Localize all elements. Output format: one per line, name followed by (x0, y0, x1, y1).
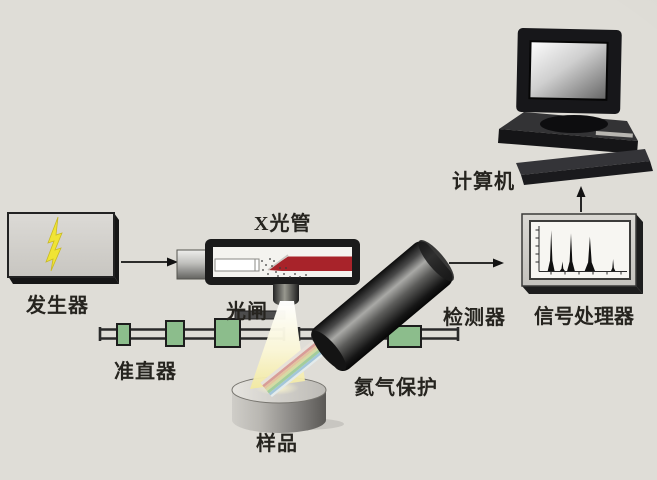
collimator-block (165, 320, 185, 347)
monitor-screen (528, 40, 609, 101)
sample-disc (231, 376, 344, 433)
tube-anode (268, 256, 352, 271)
xray-tube (176, 239, 360, 306)
keyboard-top (516, 149, 650, 175)
collimator-label: 准直器 (114, 361, 177, 383)
spectrum-axes (535, 226, 627, 275)
tube-filament (214, 258, 260, 272)
arrow-generator-to-tube-icon (121, 257, 178, 267)
arrow-processor-to-computer-icon (576, 186, 586, 212)
keyboard-front (521, 161, 653, 185)
helium-label: 氦气保护 (354, 377, 438, 399)
disk-slot (595, 131, 633, 138)
signal-processor-label: 信号处理器 (534, 306, 634, 328)
xray-tube-label: X光管 (254, 213, 312, 235)
spectrum-screen (529, 220, 631, 280)
collimator-block (214, 318, 241, 348)
electron-dots (261, 258, 307, 278)
computer (498, 28, 653, 185)
arrow-detector-to-processor-icon (449, 258, 504, 268)
collimator-rail (98, 318, 460, 348)
sample-label: 样品 (256, 433, 298, 455)
shutter-label: 光闸 (226, 301, 268, 323)
lightning-bolt-icon (45, 216, 63, 272)
helium-path-block (387, 325, 422, 348)
computer-label: 计算机 (452, 171, 515, 193)
collimator-block (116, 323, 131, 346)
detector-label: 检测器 (443, 307, 506, 329)
generator-label: 发生器 (26, 295, 89, 317)
computer-base-front (498, 129, 638, 154)
signal-processor-box (521, 213, 643, 294)
detector-tube (311, 240, 454, 372)
monitor-swivel (540, 115, 608, 133)
tube-nozzle (273, 284, 299, 306)
generator-box (7, 212, 119, 284)
